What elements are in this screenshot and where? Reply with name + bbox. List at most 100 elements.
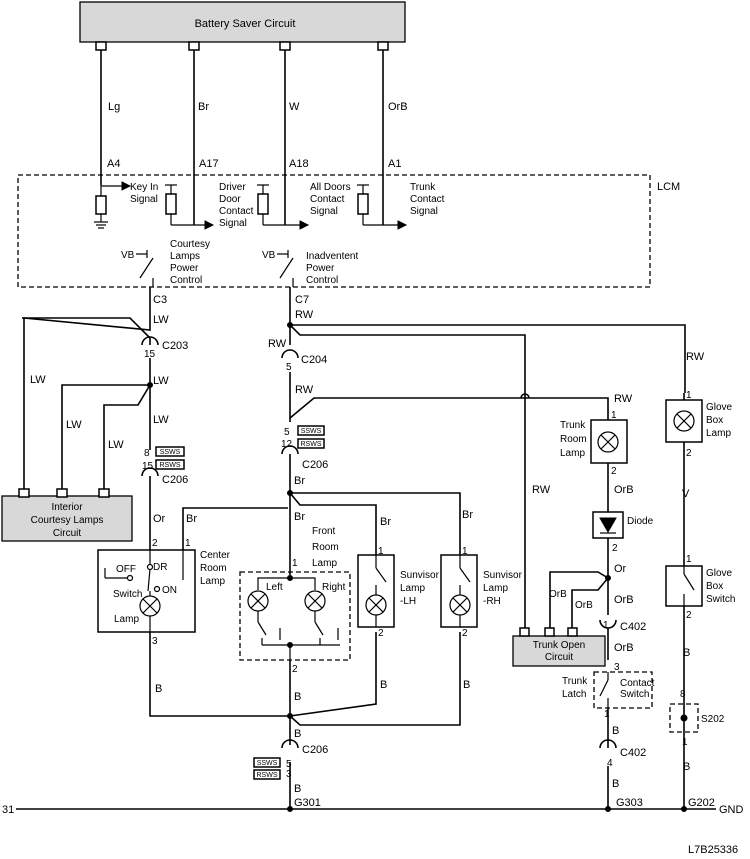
svg-text:Center: Center [200,550,231,561]
svg-text:15: 15 [142,461,154,472]
svg-text:B: B [612,778,619,790]
svg-text:OFF: OFF [116,564,136,575]
courtesy-lamps-power-control: VB Courtesy Lamps Power Control [121,239,210,287]
svg-text:RW: RW [532,484,551,496]
svg-text:RSWS: RSWS [257,772,278,779]
svg-text:2: 2 [462,628,468,639]
svg-text:B: B [155,683,162,695]
gnd-label: GND [719,804,744,816]
svg-text:Contact: Contact [310,194,345,205]
svg-text:Switch: Switch [620,689,649,700]
svg-text:Signal: Signal [130,194,158,205]
sunvisor-lamp-rh: 1 2 Sunvisor Lamp -RH [440,546,523,639]
svg-text:B: B [380,679,387,691]
svg-text:Power: Power [306,263,335,274]
ground-g301: G301 [294,797,321,809]
svg-text:5: 5 [286,759,292,770]
lcm-module [17,174,651,288]
svg-text:Box: Box [706,581,723,592]
svg-text:Trunk: Trunk [410,182,436,193]
connector-c206-b: C206 [302,459,328,471]
svg-text:B: B [463,679,470,691]
svg-text:3: 3 [152,636,158,647]
lcm-label: LCM [657,181,680,193]
svg-text:OrB: OrB [614,484,634,496]
connector-c402-b: C402 [620,747,646,759]
svg-text:B: B [683,647,690,659]
connector-c7: C7 [295,294,309,306]
svg-text:5: 5 [286,362,292,373]
connector-a1: A1 [388,158,401,170]
svg-text:3: 3 [286,769,292,780]
sunvisor-lamp-lh: 1 2 Sunvisor Lamp -LH [357,546,440,639]
svg-text:Br: Br [380,516,391,528]
svg-text:Contact: Contact [620,678,655,689]
svg-text:1: 1 [378,546,384,557]
svg-text:Right: Right [322,582,346,593]
svg-text:Driver: Driver [219,182,246,193]
svg-text:LW: LW [153,414,169,426]
svg-text:Lamp: Lamp [312,558,337,569]
svg-text:VB: VB [121,250,135,261]
svg-text:ON: ON [162,585,177,596]
svg-text:Signal: Signal [219,218,247,229]
svg-text:SSWS: SSWS [257,760,278,767]
connector-c206-a: C206 [162,474,188,486]
svg-text:1: 1 [604,709,610,720]
svg-text:1: 1 [462,546,468,557]
svg-text:Signal: Signal [410,206,438,217]
svg-text:Trunk: Trunk [562,676,588,687]
svg-text:B: B [294,783,301,795]
svg-text:Inadventent: Inadventent [306,251,358,262]
svg-text:12: 12 [281,439,293,450]
svg-text:OrB: OrB [614,594,634,606]
svg-text:1: 1 [292,558,298,569]
svg-text:2: 2 [686,448,692,459]
wire-orb-1: OrB [388,101,408,113]
svg-text:Glove: Glove [706,402,733,413]
wire-lg: Lg [108,101,120,113]
svg-text:Lamp: Lamp [706,428,731,439]
trunk-latch-contact-switch: Trunk Latch Contact Switch 1 [562,671,655,720]
connector-c204: C204 [301,354,327,366]
svg-text:Glove: Glove [706,568,733,579]
connector-c206-c: C206 [302,744,328,756]
wire-br-1: Br [198,101,209,113]
svg-text:RW: RW [295,309,314,321]
svg-text:Room: Room [312,542,339,553]
battery-saver-label: Battery Saver Circuit [195,18,296,30]
svg-text:Lamp: Lamp [114,614,139,625]
svg-text:Signal: Signal [310,206,338,217]
splice-s202: S202 [701,714,725,725]
svg-text:LW: LW [30,374,46,386]
svg-text:Sunvisor: Sunvisor [483,570,523,581]
svg-text:Or: Or [153,513,166,525]
battery-saver-circuit: Battery Saver Circuit [79,1,406,51]
svg-text:-RH: -RH [483,596,501,607]
svg-text:Control: Control [170,275,202,286]
svg-text:Circuit: Circuit [53,528,82,539]
svg-text:Trunk Open: Trunk Open [533,640,585,651]
svg-text:All Doors: All Doors [310,182,351,193]
connector-c203: C203 [162,340,188,352]
svg-text:Or: Or [614,563,627,575]
svg-text:Interior: Interior [51,502,83,513]
svg-text:OrB: OrB [614,642,634,654]
svg-text:Box: Box [706,415,723,426]
svg-text:Power: Power [170,263,199,274]
svg-text:Br: Br [186,513,197,525]
svg-text:OrB: OrB [549,589,567,600]
svg-text:Circuit: Circuit [545,652,574,663]
svg-text:Switch: Switch [113,589,142,600]
trunk-room-lamp: RW 1 2 Trunk Room Lamp [560,393,633,477]
svg-text:1: 1 [686,554,692,565]
svg-text:Trunk: Trunk [560,420,586,431]
svg-text:4: 4 [607,758,613,769]
svg-text:Lamp: Lamp [400,583,425,594]
svg-text:RW: RW [268,338,287,350]
figure-id: L7B25336 [688,844,738,856]
svg-text:Lamp: Lamp [560,448,585,459]
all-doors-contact-signal: All Doors Contact Signal [257,182,351,230]
svg-text:DR: DR [153,562,167,573]
